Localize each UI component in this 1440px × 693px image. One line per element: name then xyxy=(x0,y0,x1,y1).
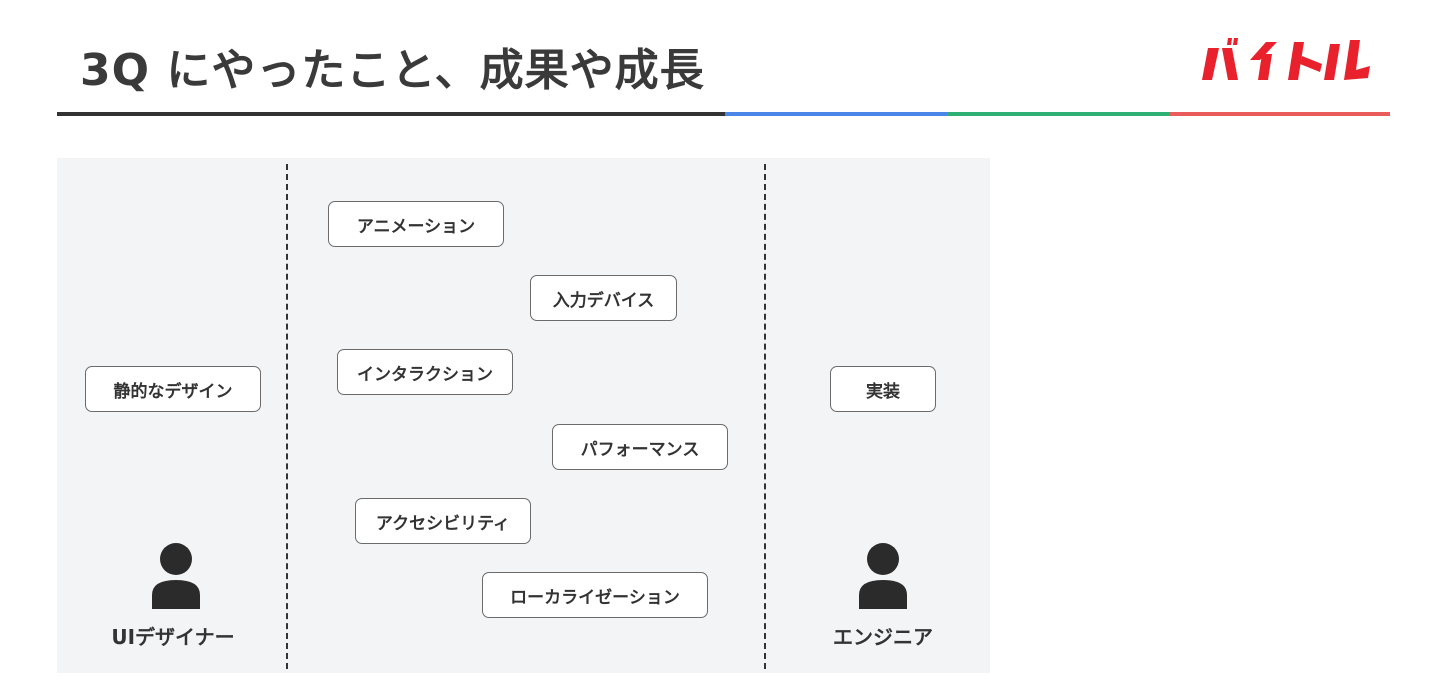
underline-red-segment xyxy=(1169,112,1390,116)
skill-chip-animation: アニメーション xyxy=(328,201,504,247)
dashed-divider-left xyxy=(286,164,288,669)
role-label-ui-designer: UIデザイナー xyxy=(111,625,235,649)
title-underline xyxy=(57,112,1390,116)
underline-green-segment xyxy=(947,112,1169,116)
skill-chip-interaction: インタラクション xyxy=(337,349,513,395)
person-icon xyxy=(859,543,907,609)
role-label-engineer: エンジニア xyxy=(833,625,933,649)
dashed-divider-right xyxy=(764,164,766,669)
underline-blue-segment xyxy=(725,112,947,116)
skill-chip-accessibility: アクセシビリティ xyxy=(355,498,531,544)
skill-chip-performance: パフォーマンス xyxy=(552,424,728,470)
underline-dark-segment xyxy=(57,112,725,116)
person-icon xyxy=(152,543,200,609)
skill-chip-input-devices: 入力デバイス xyxy=(530,275,677,321)
skill-chip-localization: ローカライゼーション xyxy=(482,572,708,618)
skill-chip-static-design: 静的なデザイン xyxy=(85,366,261,412)
skill-chip-implementation: 実装 xyxy=(830,366,936,412)
slide-title: 3Q にやったこと、成果や成長 xyxy=(80,45,705,96)
baitoru-logo xyxy=(1202,38,1370,80)
skills-diagram: 静的なデザイン UIデザイナー アニメーション 入力デバイス インタラクション … xyxy=(57,158,990,673)
